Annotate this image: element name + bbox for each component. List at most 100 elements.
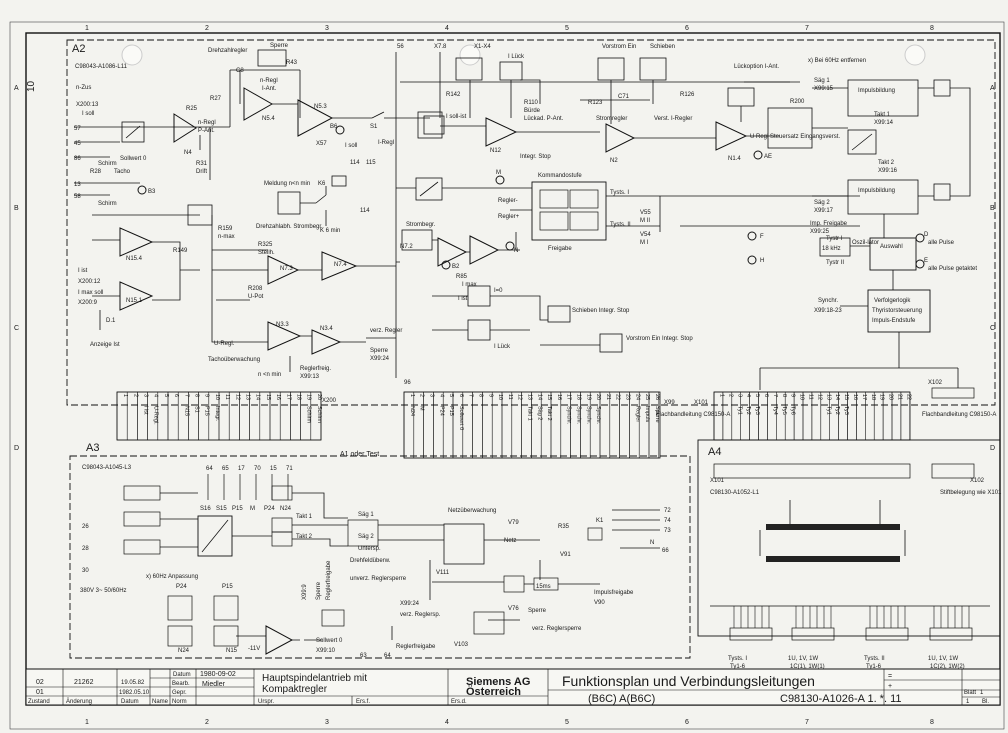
label-x200: X200 (322, 398, 337, 404)
connector-pin-label: Ty3 (843, 406, 849, 415)
label-strombegr: Strombegr. (406, 222, 436, 228)
a4-output-terminal (929, 627, 973, 641)
a3-pin-label: S16 (200, 506, 211, 512)
label-ers-f: Ers.f. (356, 699, 370, 705)
blatt-num: 1 (980, 690, 984, 696)
vorstrom-integr-block (599, 333, 623, 353)
label-n5-4: N5.4 (262, 116, 275, 122)
connector-pin-label: Synchr. (595, 406, 601, 425)
label-x102-top: X102 (928, 380, 943, 386)
label-v76: V76 (508, 606, 519, 612)
connector-pin-number: 14 (255, 394, 261, 400)
label-n7-2: N7.2 (400, 244, 413, 250)
label-netz-a3: Netz (504, 538, 516, 544)
label-x101-bus: X101 (694, 400, 709, 406)
connector-pin-number: 23 (625, 394, 631, 400)
label-n-strom: N (514, 248, 518, 254)
col-datum: Datum (121, 699, 139, 705)
label-n-max: n-max (218, 234, 235, 240)
connector-pin-label: N24 (409, 406, 415, 416)
section-a3: A3 (86, 442, 99, 454)
connector-pin-number: 15 (265, 394, 271, 400)
connector-pin-number: 9 (204, 394, 210, 397)
row-marker: B (14, 205, 19, 212)
label-impulsfreigabe: Impulsfreigabe (594, 590, 634, 596)
label-tacho-ueb: Tachoüberwachung (208, 357, 260, 363)
label-unverz: unverz. Reglersperre (350, 576, 407, 582)
col-marker: 8 (930, 25, 934, 32)
section-a2: A2 (72, 43, 85, 55)
lueck-block (499, 61, 523, 81)
connector-pin-label: P24 (438, 406, 444, 416)
connector-pin-number: 11 (224, 394, 230, 400)
connector-pin-cell (629, 391, 640, 459)
company-line2: Österreich (466, 685, 521, 698)
connector-pin-cell (167, 391, 179, 441)
connector-pin-cell (540, 391, 552, 459)
a3-gate-1 (271, 485, 293, 501)
connector-pin-number: 8 (478, 394, 484, 397)
label-p-ant: P-Ant. (198, 128, 215, 134)
label-tystr2: Tystr II (826, 260, 844, 266)
connector-pin-number: 5 (754, 394, 760, 397)
label-n-nmin: n <n min (258, 372, 281, 378)
rev-date: 1982.05.10 (119, 690, 150, 696)
label-t72: 72 (664, 508, 671, 514)
label-r27: R27 (210, 96, 222, 102)
label-a4-out3-top: Tysts. II (864, 656, 885, 662)
label-u-regl2: U Regl (750, 134, 768, 140)
connector-pin-cell (423, 391, 434, 459)
title-block-grid (26, 669, 1000, 705)
label-a4-x102: X102 (970, 478, 985, 484)
label-isoll-ist: I soll-ist (446, 114, 467, 120)
label-impuls-endstufe: Impuls-Endstufe (872, 318, 916, 324)
amp-n3-4 (311, 329, 342, 355)
connector-pin-number: 1 (122, 394, 128, 397)
x102-connector-top (931, 387, 975, 399)
label-x200-12: X200:12 (78, 279, 101, 285)
label-netzueb: Netzüberwachung (448, 508, 496, 514)
connector-pin-cell (310, 391, 322, 441)
label-a4-out1-top: Tysts. I (728, 656, 747, 662)
bl-suffix: Bl. (982, 699, 989, 705)
label-d1: D.1 (106, 318, 116, 324)
connector-pin-number: 18 (870, 394, 876, 400)
label-v91: V91 (560, 552, 571, 558)
p15-bridge (213, 595, 239, 621)
label-untersp: Untersp. (358, 546, 381, 552)
label-n2: N2 (610, 158, 618, 164)
label-x99-9: X99:9 (302, 584, 308, 600)
connector-pin-label: Ty1 (825, 406, 831, 415)
label-sollwert0: Sollwert 0 (120, 156, 147, 162)
side-number: 10 (26, 80, 37, 92)
label-r126: R126 (680, 92, 695, 98)
term: 45 (74, 141, 81, 147)
connector-pin-label: Schirm (316, 406, 322, 424)
label-alle-pulse-getaktet: alle Pulse getaktet (928, 266, 977, 272)
label-gepr: Gepr. (172, 690, 187, 696)
term: 58 (74, 194, 81, 200)
col-marker: 3 (325, 25, 329, 32)
label-n-regl-p: n-Regl (198, 120, 216, 126)
connector-pin-cell (403, 391, 415, 459)
m-jack (495, 175, 505, 185)
label-regler-minus: Regler- (498, 198, 518, 204)
module-a3-frame (69, 455, 691, 659)
label-c71: C71 (618, 94, 630, 100)
label-n15: N15 (226, 648, 238, 654)
label-t96: 96 (404, 380, 411, 386)
connector-pin-cell (198, 391, 210, 441)
label-t28: 28 (82, 546, 89, 552)
label-reglerfreigabe-v: Reglerfreigabe (326, 560, 332, 600)
label-x1-x4: X1-X4 (474, 44, 491, 50)
a3-transformer-3 (123, 539, 161, 555)
label-alle-pulse: alle Pulse (928, 240, 955, 246)
col-marker: 6 (685, 719, 689, 726)
sheet-border (9, 21, 1005, 730)
netz-block (443, 523, 485, 565)
h-jack (747, 255, 757, 265)
connector-pin-label: Impuls (644, 406, 650, 422)
connector-pin-number: 6 (763, 394, 769, 397)
label-r208: R208 (248, 286, 263, 292)
